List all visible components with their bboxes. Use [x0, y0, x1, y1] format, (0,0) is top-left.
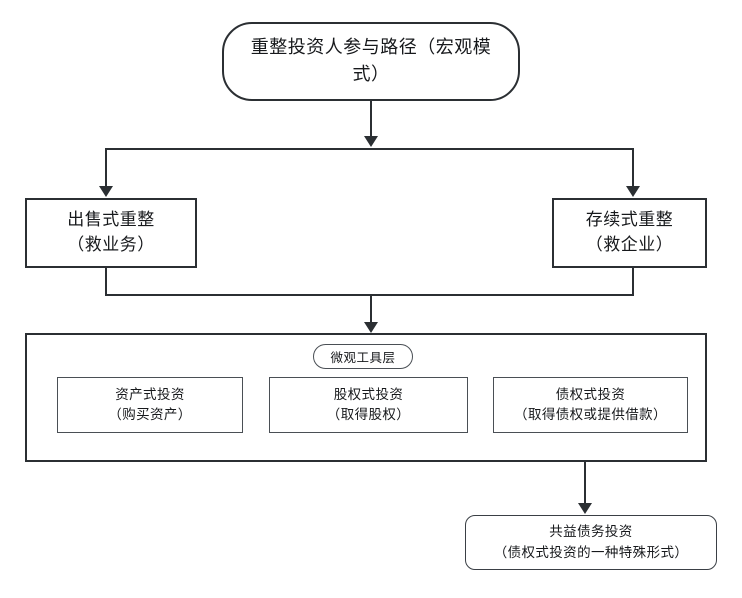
connector-split-right	[632, 148, 634, 188]
node-sale-type-restructuring[interactable]: 出售式重整 （救业务）	[25, 198, 197, 268]
connector-split-bar	[105, 148, 634, 150]
tool-layer-badge: 微观工具层	[313, 344, 413, 369]
connector-root-down	[370, 100, 372, 138]
tool-box-asset-investment-label: 资产式投资 （购买资产）	[108, 386, 192, 423]
connector-merge-left	[105, 268, 107, 296]
arrowhead-debt-to-common-benefit	[578, 503, 592, 514]
arrowhead-split-right	[626, 186, 640, 197]
arrowhead-split-left	[99, 186, 113, 197]
arrowhead-root-down	[364, 136, 378, 147]
connector-merge-down	[370, 294, 372, 324]
node-going-concern-restructuring-label: 存续式重整 （救企业）	[585, 210, 674, 255]
node-common-benefit-debt-investment[interactable]: 共益债务投资 （债权式投资的一种特殊形式）	[465, 515, 717, 570]
tool-layer-badge-label: 微观工具层	[330, 350, 396, 365]
connector-debt-to-common-benefit	[584, 433, 586, 505]
node-restructuring-investor-path[interactable]: 重整投资人参与路径（宏观模 式）	[222, 22, 520, 101]
node-restructuring-investor-path-label: 重整投资人参与路径（宏观模 式）	[250, 37, 492, 85]
node-going-concern-restructuring[interactable]: 存续式重整 （救企业）	[552, 198, 707, 268]
connector-split-left	[105, 148, 107, 188]
node-common-benefit-debt-investment-label: 共益债务投资 （债权式投资的一种特殊形式）	[493, 524, 689, 561]
tool-box-asset-investment[interactable]: 资产式投资 （购买资产）	[57, 377, 243, 433]
connector-merge-bar	[105, 294, 634, 296]
tool-box-debt-investment-label: 债权式投资 （取得债权或提供借款）	[514, 386, 667, 423]
connector-merge-right	[632, 268, 634, 296]
tool-box-equity-investment[interactable]: 股权式投资 （取得股权）	[269, 377, 468, 433]
tool-box-equity-investment-label: 股权式投资 （取得股权）	[326, 386, 411, 423]
node-sale-type-restructuring-label: 出售式重整 （救业务）	[67, 210, 155, 255]
arrowhead-merge-down	[364, 322, 378, 333]
tool-box-debt-investment[interactable]: 债权式投资 （取得债权或提供借款）	[493, 377, 688, 433]
